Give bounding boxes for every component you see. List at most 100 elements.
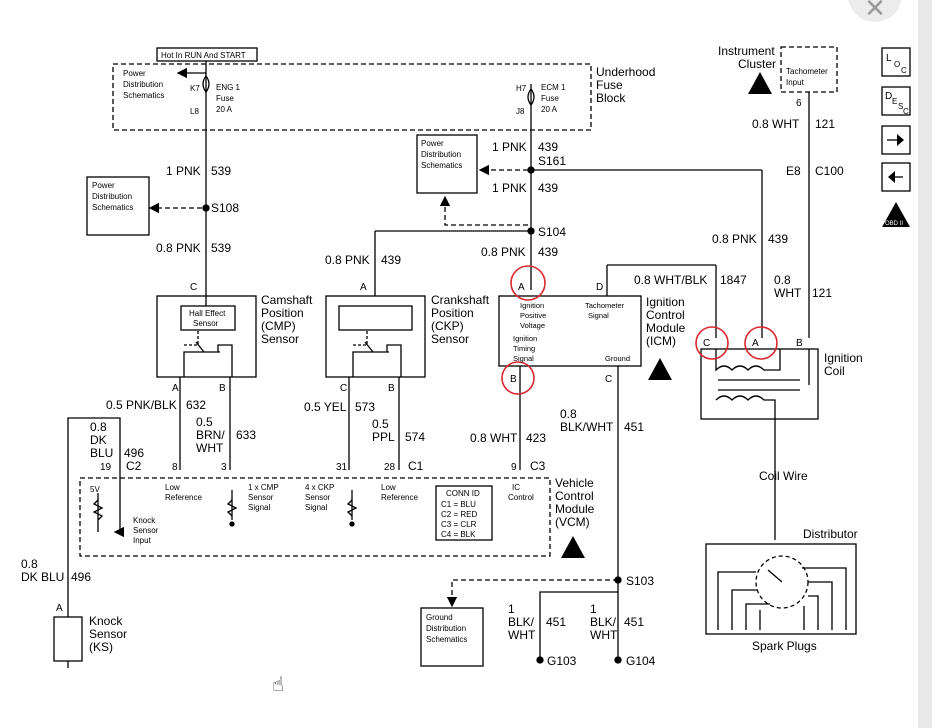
underhood-line3: Block	[596, 91, 626, 105]
knock-sensor-2: Sensor	[89, 627, 127, 641]
icm-title-line1: Ignition	[646, 295, 685, 309]
wire-05ppl-1: 0.5	[372, 417, 389, 431]
circuit-451b: 451	[546, 615, 566, 629]
icm-inner-1: Ignition	[520, 301, 544, 310]
distributor-label: Distributor	[803, 527, 858, 541]
instrument-cluster-line2: Cluster	[738, 57, 776, 71]
circuit-496a: 496	[124, 446, 144, 460]
ground-pds-1: Ground	[426, 613, 453, 622]
wire-05brnwht-2: BRN/	[196, 428, 225, 442]
wire-08pnk-439c: 0.8 PNK	[712, 232, 757, 246]
spark-plugs-label: Spark Plugs	[752, 639, 817, 653]
ckp-signal-2: Sensor	[305, 493, 331, 502]
wire-08blkwht-1: 0.8	[560, 407, 577, 421]
ckp-pin-c: C	[340, 383, 347, 394]
ignition-coil-line2: Coil	[824, 364, 845, 378]
ground-pds-3: Schematics	[426, 635, 467, 644]
circuit-451c: 451	[624, 615, 644, 629]
loc-icon[interactable]: L	[886, 53, 892, 64]
circuit-539a: 539	[211, 164, 231, 178]
wire-08blkwht-2: BLK/WHT	[560, 420, 614, 434]
icm-inner-6: Signal	[513, 354, 534, 363]
wire-08dkblu-b2: DK BLU	[21, 570, 64, 584]
low-ref-a-2: Reference	[165, 493, 202, 502]
conn-id-c3: C3 = CLR	[441, 520, 477, 529]
ckp-sensor-line2: Position	[431, 306, 474, 320]
icm-pin-a: A	[518, 282, 525, 293]
circuit-574: 574	[405, 430, 425, 444]
pds-left-line1: Power	[92, 181, 115, 190]
k7-label: K7	[190, 84, 200, 93]
circuit-439d: 439	[538, 245, 558, 259]
c1-label: C1	[408, 459, 424, 473]
wire-1pnk-439b: 1 PNK	[492, 181, 527, 195]
icm-pin-d: D	[596, 282, 603, 293]
pin-9: 9	[511, 462, 517, 473]
ecm1-fuse-line1: ECM 1	[541, 83, 566, 92]
ecm1-fuse-line2: Fuse	[541, 94, 559, 103]
wire-08pnk-539: 0.8 PNK	[156, 241, 201, 255]
cmp-signal-3: Signal	[248, 503, 270, 512]
circuit-633: 633	[236, 428, 256, 442]
coil-pin-a: A	[752, 338, 759, 349]
icm-inner-2: Positive	[520, 311, 546, 320]
circuit-121a: 121	[815, 117, 835, 131]
close-button[interactable]: ✕	[848, 0, 902, 24]
ckp-sensor-line1: Crankshaft	[431, 293, 490, 307]
coil-pin-b: B	[796, 338, 803, 349]
cmp-pin-b: B	[219, 383, 226, 394]
circuit-439e: 439	[768, 232, 788, 246]
circuit-573: 573	[355, 400, 375, 414]
g104-label: G104	[626, 654, 656, 668]
pds-top-line2: Distribution	[123, 80, 163, 89]
close-icon: ✕	[864, 0, 886, 24]
obd-warning-icon[interactable]: OBD II	[885, 221, 903, 227]
circuit-439c: 439	[381, 253, 401, 267]
circuit-439b: 439	[538, 181, 558, 195]
l8-label: L8	[190, 107, 199, 116]
instrument-cluster-line1: Instrument	[718, 44, 775, 58]
icm-ground: Ground	[605, 354, 630, 363]
s103-label: S103	[626, 574, 654, 588]
icm-pin-c: C	[605, 374, 612, 385]
vcm-line3: Module	[555, 502, 595, 516]
wire-1blkwht-a3: WHT	[508, 628, 536, 642]
icm-title-line3: Module	[646, 321, 686, 335]
c2-label: C2	[126, 459, 142, 473]
wire-1pnk-439a: 1 PNK	[492, 140, 527, 154]
conn-id-c4: C4 = BLK	[441, 530, 476, 539]
pin-19: 19	[100, 462, 112, 473]
v5-label: 5V	[90, 485, 100, 494]
desc-icon[interactable]: D	[885, 91, 892, 102]
low-ref-a-1: Low	[165, 483, 180, 492]
ecm1-fuse-line3: 20 A	[541, 105, 558, 114]
wire-05pnkblk: 0.5 PNK/BLK	[106, 398, 177, 412]
cmp-pin-a: A	[172, 383, 179, 394]
ckp-signal-1: 4 x CKP	[305, 483, 334, 492]
tach-input-line1: Tachometer	[786, 67, 828, 76]
c100-label: C100	[815, 164, 844, 178]
desc-icon-e: E	[892, 97, 897, 106]
pin-28: 28	[384, 462, 396, 473]
icm-pin-b: B	[510, 374, 517, 385]
knock-sensor-1: Knock	[89, 614, 123, 628]
e8-label: E8	[786, 164, 801, 178]
c3-label: C3	[530, 459, 546, 473]
wiring-diagram: Hot In RUN And START Power Distribution …	[21, 44, 911, 668]
low-ref-b-2: Reference	[381, 493, 418, 502]
wire-1blkwht-a2: BLK/	[508, 615, 535, 629]
icm-inner-3: Voltage	[520, 321, 545, 330]
pds-top-line3: Schematics	[123, 91, 164, 100]
s161-label: S161	[538, 154, 566, 168]
wire-08wht-line2: WHT	[774, 286, 802, 300]
icm-title-line2: Control	[646, 308, 685, 322]
conn-id-c1: C1 = BLU	[441, 500, 476, 509]
pointer-cursor-icon: ☝	[272, 672, 285, 696]
loc-icon-c: C	[901, 66, 907, 75]
pds-mid-line1: Power	[421, 139, 444, 148]
ckp-signal-3: Signal	[305, 503, 327, 512]
hall-effect-line2: Sensor	[193, 319, 219, 328]
hall-effect-line1: Hall Effect	[189, 309, 226, 318]
tach-input-line2: Input	[786, 78, 805, 87]
ckp-pin-a: A	[360, 282, 367, 293]
